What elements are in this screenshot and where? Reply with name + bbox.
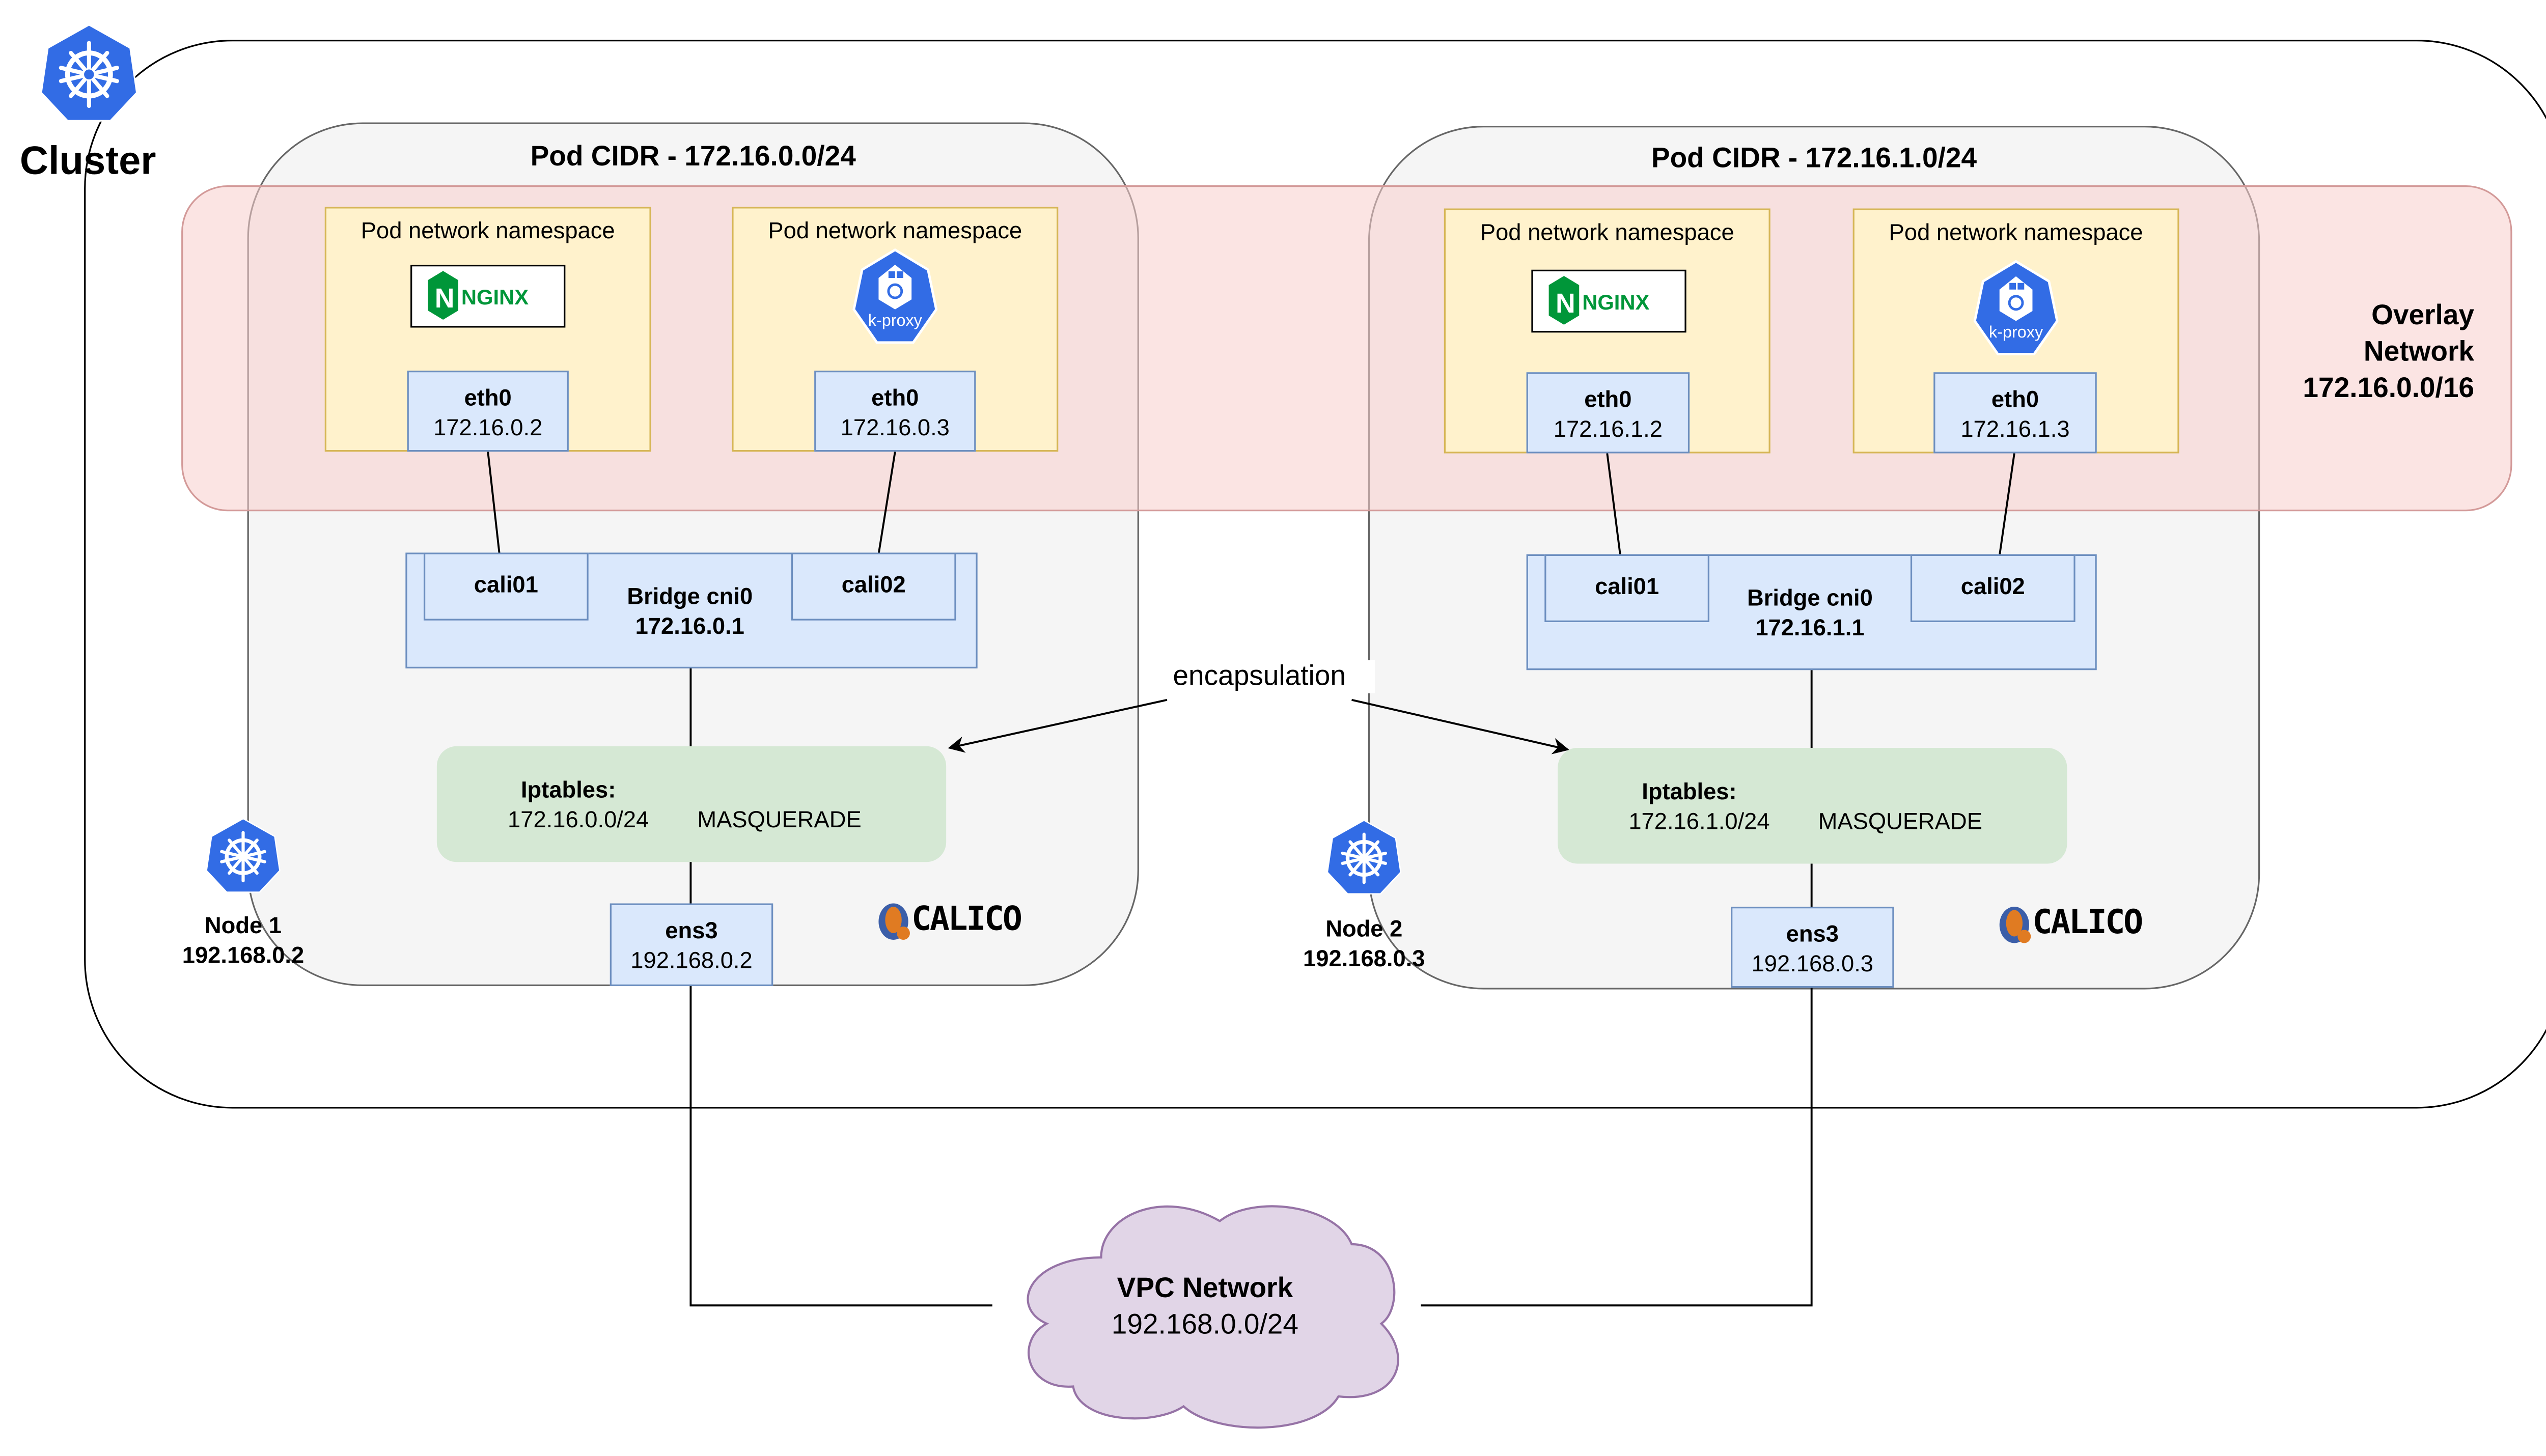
iface-name: eth0 [1991, 385, 2039, 412]
kube-proxy-text: k-proxy [868, 311, 923, 329]
vpc-title: VPC Network [1117, 1272, 1293, 1304]
nic-name: ens3 [665, 916, 718, 943]
node-1-cali01: cali01 [423, 552, 589, 621]
node-2-calico-logo: CALICO [1996, 902, 2164, 945]
iface-ip: 172.16.1.3 [1960, 415, 2070, 442]
bridge-ip: 172.16.0.1 [635, 612, 744, 639]
kubernetes-icon [40, 23, 139, 123]
bridge-ip: 172.16.1.1 [1755, 613, 1865, 640]
svg-text:N: N [1556, 288, 1575, 319]
node-1-cali02: cali02 [791, 552, 956, 621]
veth-label: cali02 [1960, 572, 2025, 599]
node-ip: 192.168.0.2 [182, 941, 305, 968]
node-name: Node 2 [1325, 915, 1403, 942]
overlay-label-line1: Overlay [2371, 299, 2475, 331]
bridge-name: Bridge cni0 [1747, 584, 1873, 611]
overlay-label-line2: Network [2363, 335, 2475, 368]
vpc-network-label: VPC Network 192.168.0.0/24 [1048, 1271, 1362, 1343]
calico-cat-icon [878, 903, 910, 940]
node-1-pod-1-eth0: eth0 172.16.0.2 [407, 371, 569, 452]
cluster-label: Cluster [19, 139, 156, 184]
kube-proxy-icon: k-proxy [1967, 260, 2065, 356]
node-1-calico-logo: CALICO [875, 899, 1043, 942]
iface-name: eth0 [464, 384, 512, 410]
node-2-cali02: cali02 [1910, 554, 2075, 622]
iface-ip: 172.16.1.2 [1553, 415, 1663, 442]
pod-namespace-label: Pod network namespace [1889, 218, 2143, 245]
nginx-logo: N NGINX [1531, 269, 1686, 333]
node-1-ens3: ens3 192.168.0.2 [610, 903, 773, 986]
iface-name: eth0 [1584, 385, 1632, 412]
calico-wordmark: CALICO [2032, 902, 2143, 942]
node-2-kubernetes-icon [1325, 819, 1403, 895]
node-2-ens3: ens3 192.168.0.3 [1731, 907, 1894, 988]
node-1-pod-cidr-title: Pod CIDR - 172.16.0.0/24 [530, 141, 856, 172]
node-1-bridge-label: Bridge cni0 172.16.0.1 [589, 581, 791, 640]
pod-namespace-label: Pod network namespace [768, 216, 1022, 243]
veth-label: cali02 [841, 571, 906, 598]
node-2-iptables: Iptables: 172.16.1.0/24 MASQUERADE [1558, 748, 2067, 864]
calico-wordmark: CALICO [911, 898, 1022, 938]
encapsulation-label: encapsulation [1144, 660, 1375, 693]
overlay-network-label: Overlay Network 172.16.0.0/16 [2258, 298, 2474, 407]
vpc-cidr: 192.168.0.0/24 [1111, 1308, 1299, 1340]
pod-namespace-label: Pod network namespace [1480, 218, 1734, 245]
node-2-pod-1-eth0: eth0 172.16.1.2 [1526, 372, 1690, 454]
iface-ip: 172.16.0.2 [433, 413, 543, 440]
iface-ip: 172.16.0.3 [840, 413, 950, 440]
nginx-logo: N NGINX [410, 265, 566, 328]
nginx-wordmark: NGINX [1582, 290, 1649, 314]
node-name: Node 1 [204, 911, 282, 938]
node-2-pod-cidr-title: Pod CIDR - 172.16.1.0/24 [1651, 142, 1977, 174]
nic-ip: 192.168.0.2 [630, 946, 753, 973]
node-1-iptables: Iptables: 172.16.0.0/24 MASQUERADE [436, 746, 947, 862]
iface-name: eth0 [871, 384, 919, 410]
node-ip: 192.168.0.3 [1303, 944, 1425, 971]
nic-name: ens3 [1786, 920, 1839, 946]
kube-proxy-icon: k-proxy [846, 248, 945, 345]
veth-label: cali01 [1595, 572, 1659, 599]
bridge-name: Bridge cni0 [627, 582, 753, 609]
svg-text:N: N [435, 283, 455, 314]
node-1-pod-namespace-nginx: Pod network namespace [324, 207, 651, 452]
nic-ip: 192.168.0.3 [1751, 949, 1874, 976]
node-2-bridge-label: Bridge cni0 172.16.1.1 [1709, 582, 1911, 642]
calico-cat-icon [1999, 907, 2031, 943]
pod-namespace-label: Pod network namespace [361, 216, 615, 243]
iptables-action: MASQUERADE [697, 805, 862, 832]
iptables-action: MASQUERADE [1818, 807, 1982, 834]
iptables-title: Iptables: [1642, 777, 1737, 804]
overlay-cidr: 172.16.0.0/16 [2303, 372, 2475, 404]
node-2-cali01: cali01 [1544, 554, 1709, 622]
iptables-title: Iptables: [520, 776, 616, 803]
iptables-cidr: 172.16.1.0/24 [1628, 807, 1770, 834]
kube-proxy-text: k-proxy [1989, 323, 2043, 341]
node-1-label: Node 1 192.168.0.2 [165, 910, 322, 970]
node-1-pod-2-eth0: eth0 172.16.0.3 [814, 371, 976, 452]
veth-label: cali01 [474, 571, 538, 598]
node-1-kubernetes-icon [204, 818, 282, 894]
node-2-pod-2-eth0: eth0 172.16.1.3 [1933, 372, 2097, 454]
iptables-cidr: 172.16.0.0/24 [508, 805, 649, 832]
node-2-label: Node 2 192.168.0.3 [1286, 913, 1443, 973]
nginx-wordmark: NGINX [461, 285, 529, 309]
